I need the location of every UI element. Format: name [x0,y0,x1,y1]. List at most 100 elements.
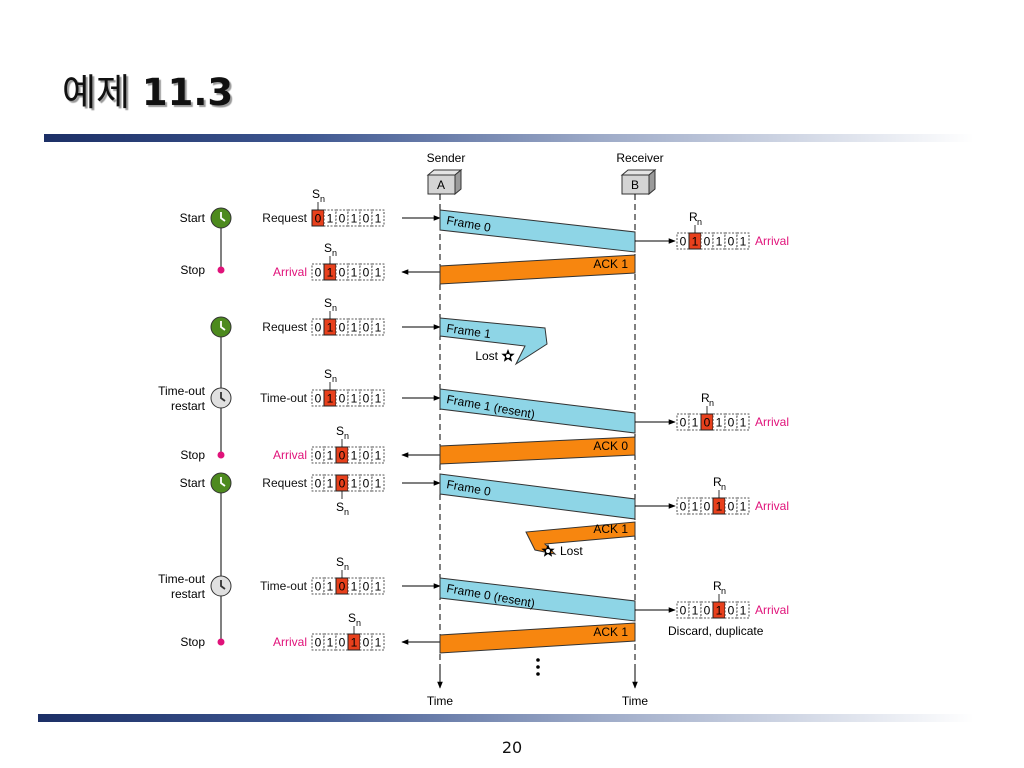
window-bit: 0 [680,604,687,618]
ack-band: ACK 1 [439,254,636,285]
window-bit: 0 [728,604,735,618]
window-bit: 1 [740,500,747,514]
window-bit: 1 [740,416,747,430]
window-bit: 1 [327,212,334,226]
frame-band: Frame 0 (resent) [439,577,636,622]
window-cell [724,413,738,431]
window-bit: 0 [339,636,346,650]
window-bit: 1 [375,636,382,650]
clock-hand [220,212,226,222]
receiver-event-label: Arrival [755,603,789,617]
svg-text:n: n [709,398,714,408]
window-cell [712,232,726,250]
svg-text:S: S [336,424,344,438]
window-bit: 0 [704,604,711,618]
frame-shape [439,388,636,434]
window-bit: 0 [339,580,346,594]
window-cell [688,497,702,515]
window-bit: 1 [740,604,747,618]
window-bit: 0 [339,392,346,406]
window-cell [335,633,349,651]
window-bit: 1 [375,321,382,335]
ack-band: ACK 0 [439,436,636,465]
window-cell [736,601,750,619]
window-cell [736,413,750,431]
window-bit: 0 [339,477,346,491]
slide-title: 예제 11.3 [62,62,233,116]
window-bit: 0 [363,449,370,463]
ack-label: ACK 0 [593,439,628,453]
window-cell [371,633,385,651]
title-rule [44,134,974,142]
page-number: 20 [501,738,523,757]
window-cell [359,209,373,227]
window-bit: 0 [363,212,370,226]
window-bit: 1 [327,392,334,406]
window-cell [371,577,385,595]
window-bit: 0 [315,477,322,491]
window-cell [323,446,337,464]
window-cell [323,633,337,651]
window-bit: 1 [375,212,382,226]
window-bit: 1 [327,266,334,280]
window-bit: 0 [728,235,735,249]
svg-text:n: n [320,194,325,204]
window-cell [359,446,373,464]
frame-band: Frame 0 [439,473,636,520]
svg-text:R: R [689,210,698,224]
sender-label: Sender [427,151,466,165]
svg-text:S: S [324,296,332,310]
svg-text:n: n [332,248,337,258]
window-bit: 1 [375,392,382,406]
window-bit: 1 [716,604,723,618]
receiver-note: Discard, duplicate [668,624,764,638]
window-bit: 1 [692,416,699,430]
timer-label: Start [180,211,206,225]
svg-text:R: R [701,391,710,405]
svg-text:R: R [713,579,722,593]
window-cell [347,209,361,227]
receiver-event-label: Arrival [755,234,789,248]
ack-shape [439,254,636,285]
window-cell [688,601,702,619]
clock-hand [220,321,226,331]
svg-text:S: S [324,241,332,255]
window-bit: 1 [692,500,699,514]
timer-label: Stop [180,635,205,649]
svg-text:n: n [721,586,726,596]
lost-ack-shape [525,521,636,555]
sender-event-label: Arrival [273,448,307,462]
lost-label: Lost [475,349,498,363]
window-bit: 1 [716,500,723,514]
window-cell [676,413,690,431]
window-cell [359,474,373,492]
svg-text:S: S [324,367,332,381]
window-bit: 1 [351,636,358,650]
window-bit: 0 [339,266,346,280]
window-cell [359,633,373,651]
sender-event-label: Arrival [273,265,307,279]
window-bit: 0 [315,636,322,650]
window-bit: 0 [704,500,711,514]
title-number: 11.3 [141,71,234,114]
window-bit: 0 [704,416,711,430]
window-bit: 0 [680,416,687,430]
title-korean: 예제 [62,71,131,114]
timer-label: restart [171,587,206,601]
frame-shape [439,209,636,253]
